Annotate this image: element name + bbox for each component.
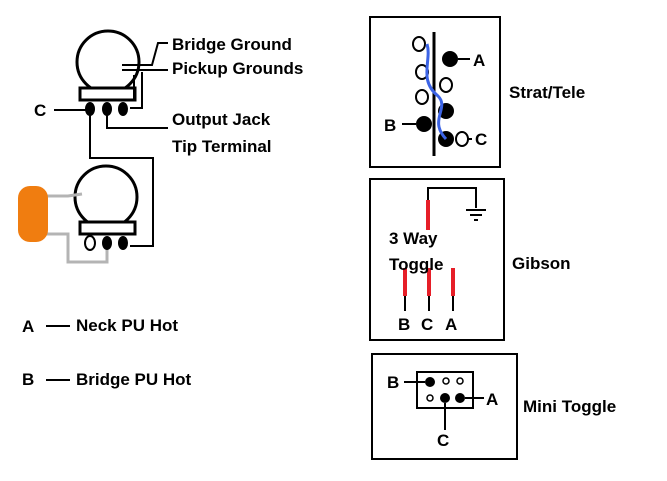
legend: A Neck PU Hot B Bridge PU Hot [22, 316, 192, 389]
gibson-caption-line1: 3 Way [389, 229, 438, 248]
tone-pot [73, 164, 139, 251]
mini-lug-bottom-left [426, 394, 434, 402]
label-pickup-grounds: Pickup Grounds [172, 59, 303, 78]
mini-lug-b [425, 377, 435, 387]
gibson-ground-wire [427, 187, 477, 226]
mini-lug-c [440, 393, 450, 403]
volume-pot-body [75, 29, 141, 95]
output-jack-wire [106, 115, 168, 129]
volume-to-tone-wire [89, 115, 154, 247]
label-tip-terminal: Tip Terminal [172, 137, 272, 156]
strat-jumper-wire [425, 43, 448, 141]
strat-label-b: B [384, 116, 396, 135]
tone-lug-right [118, 236, 128, 250]
bridge-ground-wire [122, 42, 168, 66]
legend-a-letter: A [22, 317, 34, 336]
ground-icon [466, 209, 486, 221]
tone-lug-left [84, 235, 96, 251]
volume-pot-base [78, 86, 137, 102]
legend-b-letter: B [22, 370, 34, 389]
tone-pot-base [78, 220, 137, 236]
strat-box [369, 16, 501, 168]
gibson-toggle: 3 Way Toggle B C A Gibson [369, 178, 571, 341]
strat-lug-b [416, 116, 432, 132]
mini-lug-top-right [456, 377, 464, 385]
volume-lug-left [85, 102, 95, 116]
gibson-caption-line2: Toggle [389, 255, 443, 274]
label-bridge-ground: Bridge Ground [172, 35, 292, 54]
capacitor-body [18, 186, 48, 242]
tone-pot-body [73, 164, 139, 230]
strat-lug-c [455, 131, 469, 147]
mini-lug-a [455, 393, 465, 403]
legend-b-desc: Bridge PU Hot [76, 370, 192, 389]
strat-label-a: A [473, 51, 485, 70]
volume-lug-right [118, 102, 128, 116]
strat-label-c: C [475, 130, 487, 149]
mini-label-a: A [486, 390, 498, 409]
strat-lug-right-2 [439, 77, 453, 93]
strat-lug-a [442, 51, 458, 67]
label-output-jack: Output Jack [172, 110, 271, 129]
gibson-label-c: C [421, 315, 433, 334]
strat-lug-left-3 [415, 89, 429, 105]
cap-lead-top [44, 192, 83, 198]
strat-title: Strat/Tele [509, 83, 585, 102]
strat-tele-switch: A B C Strat/Tele [369, 16, 585, 168]
tone-capacitor [18, 186, 109, 264]
volume-lug-middle [102, 102, 112, 116]
volume-pot-lugs [85, 102, 128, 116]
tone-lug-middle [102, 236, 112, 250]
mini-title: Mini Toggle [523, 397, 616, 416]
strat-lug-left-1 [412, 36, 426, 52]
mini-toggle: B A C Mini Toggle [371, 353, 616, 460]
gibson-box [369, 178, 505, 341]
mini-box [371, 353, 518, 460]
legend-a-desc: Neck PU Hot [76, 316, 178, 335]
gibson-label-b: B [398, 315, 410, 334]
label-pot-c: C [34, 101, 46, 120]
cap-lead-bottom [44, 232, 109, 264]
mini-lug-top-mid [442, 377, 450, 385]
gibson-label-a: A [445, 315, 457, 334]
lug-ground-loop-outer [130, 72, 143, 109]
volume-pot [54, 29, 168, 247]
pot-labels: Bridge Ground Pickup Grounds Output Jack… [34, 35, 303, 156]
gibson-title: Gibson [512, 254, 571, 273]
mini-label-b: B [387, 373, 399, 392]
mini-label-c: C [437, 431, 449, 450]
